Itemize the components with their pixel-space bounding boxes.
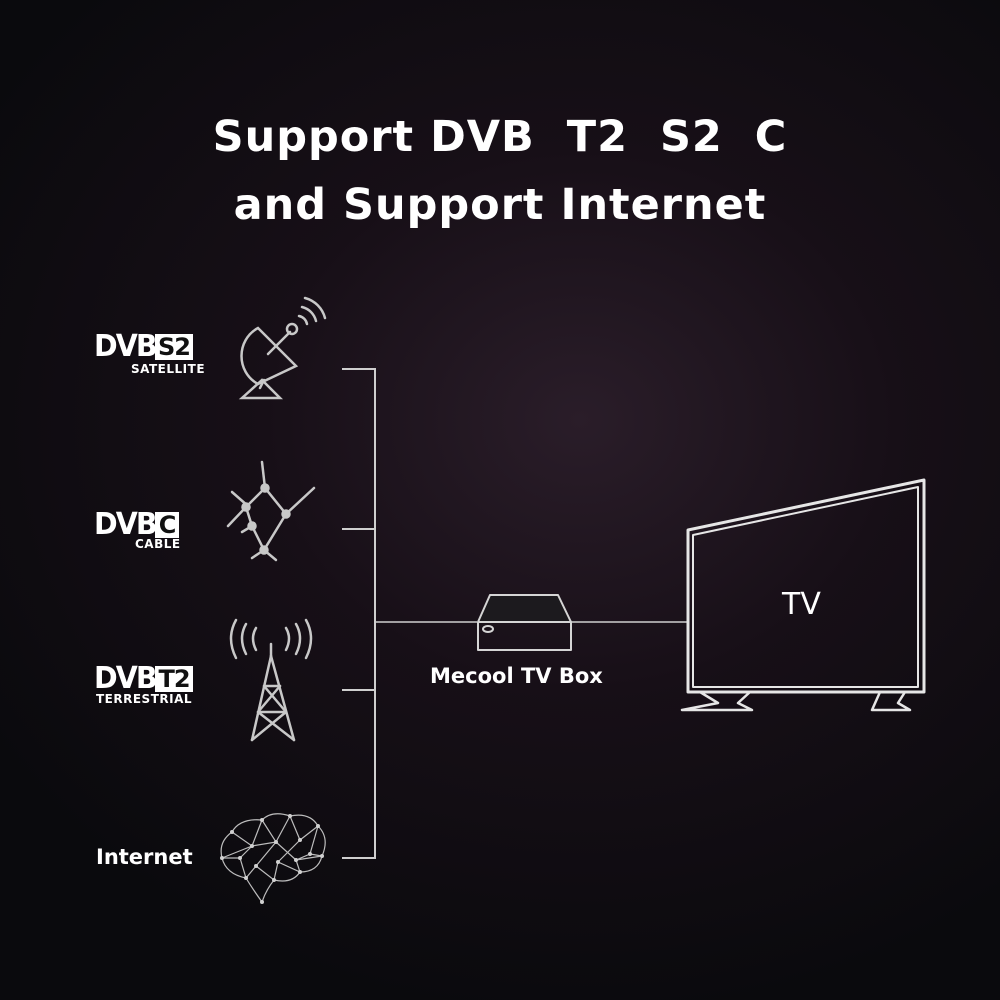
source-bracket — [342, 368, 376, 859]
title-line-1: Support DVB T2 S2 C — [212, 112, 788, 162]
dvb-c-logo: DVB C CABLE — [94, 510, 194, 556]
dvb-t2-brand: DVB — [94, 661, 158, 696]
tv-box-icon — [477, 594, 572, 651]
television-icon — [680, 478, 926, 712]
dvb-c-brand: DVB — [94, 507, 158, 542]
dvb-c-badge: C — [155, 512, 179, 538]
dvb-s2-subtitle: SATELLITE — [131, 362, 206, 376]
satellite-dish-icon — [238, 296, 327, 400]
tv-box-label: Mecool TV Box — [430, 664, 603, 688]
dvb-s2-brand: DVB — [94, 329, 158, 364]
title-line-2: and Support Internet — [233, 180, 767, 230]
brain-network-icon — [220, 813, 326, 904]
dvb-s2-badge: S2 — [155, 334, 193, 360]
dvb-c-subtitle: CABLE — [135, 537, 181, 551]
dvb-s2-logo: DVB S2 SATELLITE — [94, 332, 214, 378]
dvb-t2-subtitle: TERRESTRIAL — [96, 692, 193, 706]
dvb-t2-logo: DVB T2 TERRESTRIAL — [94, 664, 224, 710]
dvb-t2-badge: T2 — [155, 666, 193, 692]
tv-label: TV — [782, 587, 821, 622]
internet-label: Internet — [96, 845, 193, 869]
cable-network-icon — [226, 460, 316, 562]
broadcast-tower-icon — [229, 618, 313, 742]
